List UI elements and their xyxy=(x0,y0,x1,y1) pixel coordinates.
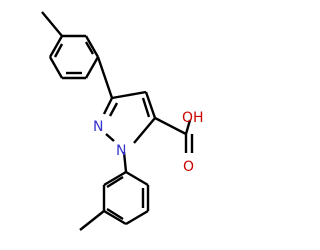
bond xyxy=(103,170,127,187)
nitrogen-n1-label: N xyxy=(116,143,126,159)
bond xyxy=(111,90,147,100)
carboxyl-group xyxy=(154,116,194,153)
bond xyxy=(48,56,64,79)
methyl-bond xyxy=(41,11,63,37)
molecule-drawing: N N OH O xyxy=(41,11,204,231)
aromatic-inner-bond xyxy=(53,43,64,58)
bond xyxy=(184,119,192,135)
methyl-bond xyxy=(79,210,105,231)
bond xyxy=(125,209,149,226)
bond xyxy=(102,97,114,115)
bond xyxy=(48,35,64,58)
bond xyxy=(133,117,156,144)
hydroxyl-label: OH xyxy=(182,110,204,126)
pyrazole-ring xyxy=(102,90,157,144)
structure-canvas: N N OH O xyxy=(41,11,204,231)
double-bond-inner xyxy=(108,102,119,117)
bond xyxy=(154,116,187,136)
bond xyxy=(84,56,100,79)
n-aryl-bond xyxy=(122,151,128,173)
bond xyxy=(105,133,115,142)
bond xyxy=(103,209,127,226)
double-bond-inner xyxy=(141,97,151,118)
bond xyxy=(84,35,100,58)
carbonyl-oxygen-label: O xyxy=(183,159,194,175)
aromatic-inner-bond xyxy=(106,175,124,189)
aromatic-inner-bond xyxy=(106,207,124,221)
nitrogen-n2-label: N xyxy=(93,119,103,135)
aryl-pyrazole-bond xyxy=(96,56,114,99)
bond xyxy=(144,91,157,119)
aromatic-inner-bond xyxy=(84,41,95,55)
top-tolyl-ring xyxy=(41,11,100,80)
bond xyxy=(125,170,149,187)
bottom-tolyl-ring xyxy=(79,170,150,231)
